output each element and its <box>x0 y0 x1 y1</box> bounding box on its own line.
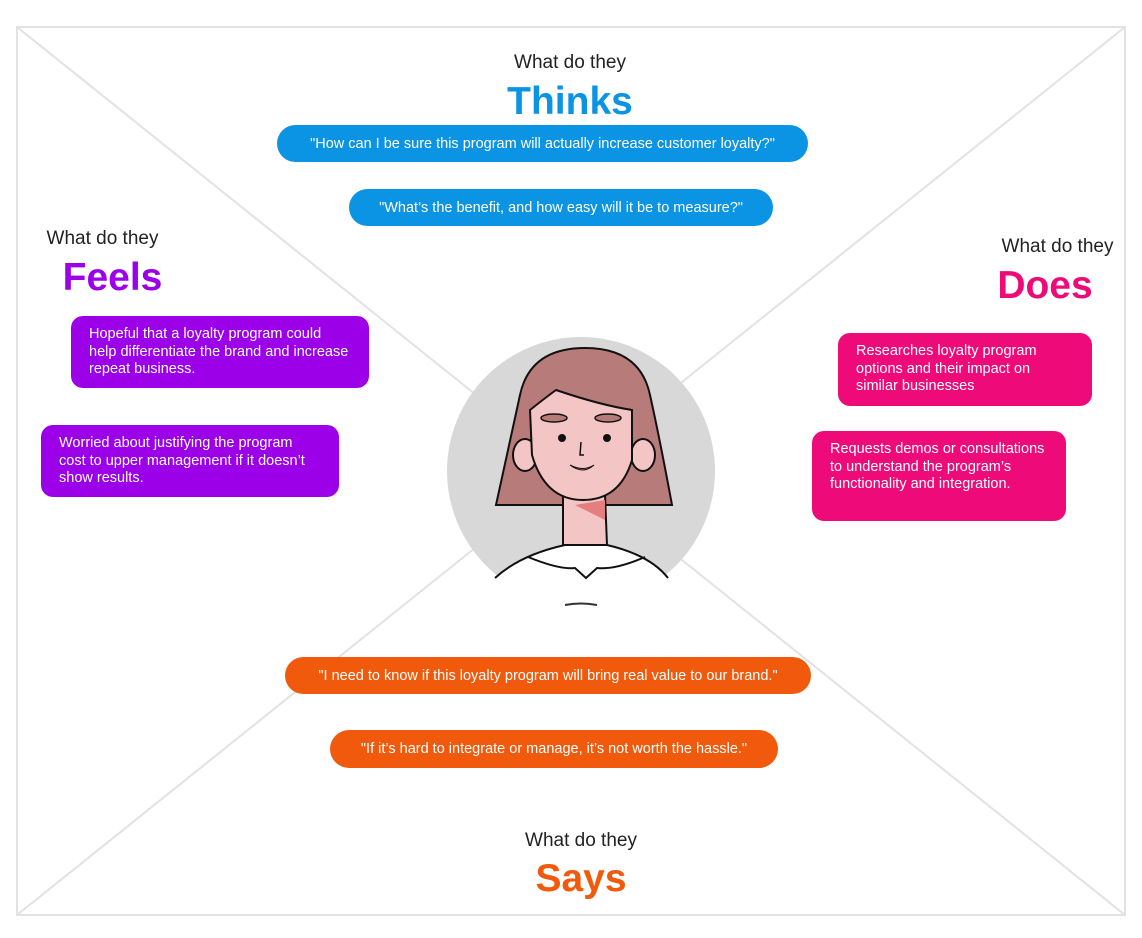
says-item: "If it’s hard to integrate or manage, it… <box>330 730 778 768</box>
feels-item: Hopeful that a loyalty program could hel… <box>71 316 369 388</box>
says-prefix: What do they <box>525 830 637 851</box>
says-title: Says <box>535 857 627 900</box>
thinks-item: "What’s the benefit, and how easy will i… <box>349 189 773 226</box>
thinks-title: Thinks <box>507 80 633 123</box>
thinks-prefix: What do they <box>514 52 626 73</box>
does-prefix: What do they <box>1001 236 1114 257</box>
says-item: "I need to know if this loyalty program … <box>285 657 811 694</box>
feels-title: Feels <box>62 256 163 299</box>
feels-item: Worried about justifying the program cos… <box>41 425 339 497</box>
does-item: Requests demos or consultations to under… <box>812 431 1066 521</box>
does-title: Does <box>997 264 1093 307</box>
frame-border <box>16 26 1126 916</box>
persona-avatar <box>447 337 715 606</box>
does-item: Researches loyalty program options and t… <box>838 333 1092 406</box>
thinks-item: "How can I be sure this program will act… <box>277 125 808 162</box>
feels-prefix: What do they <box>46 228 159 249</box>
